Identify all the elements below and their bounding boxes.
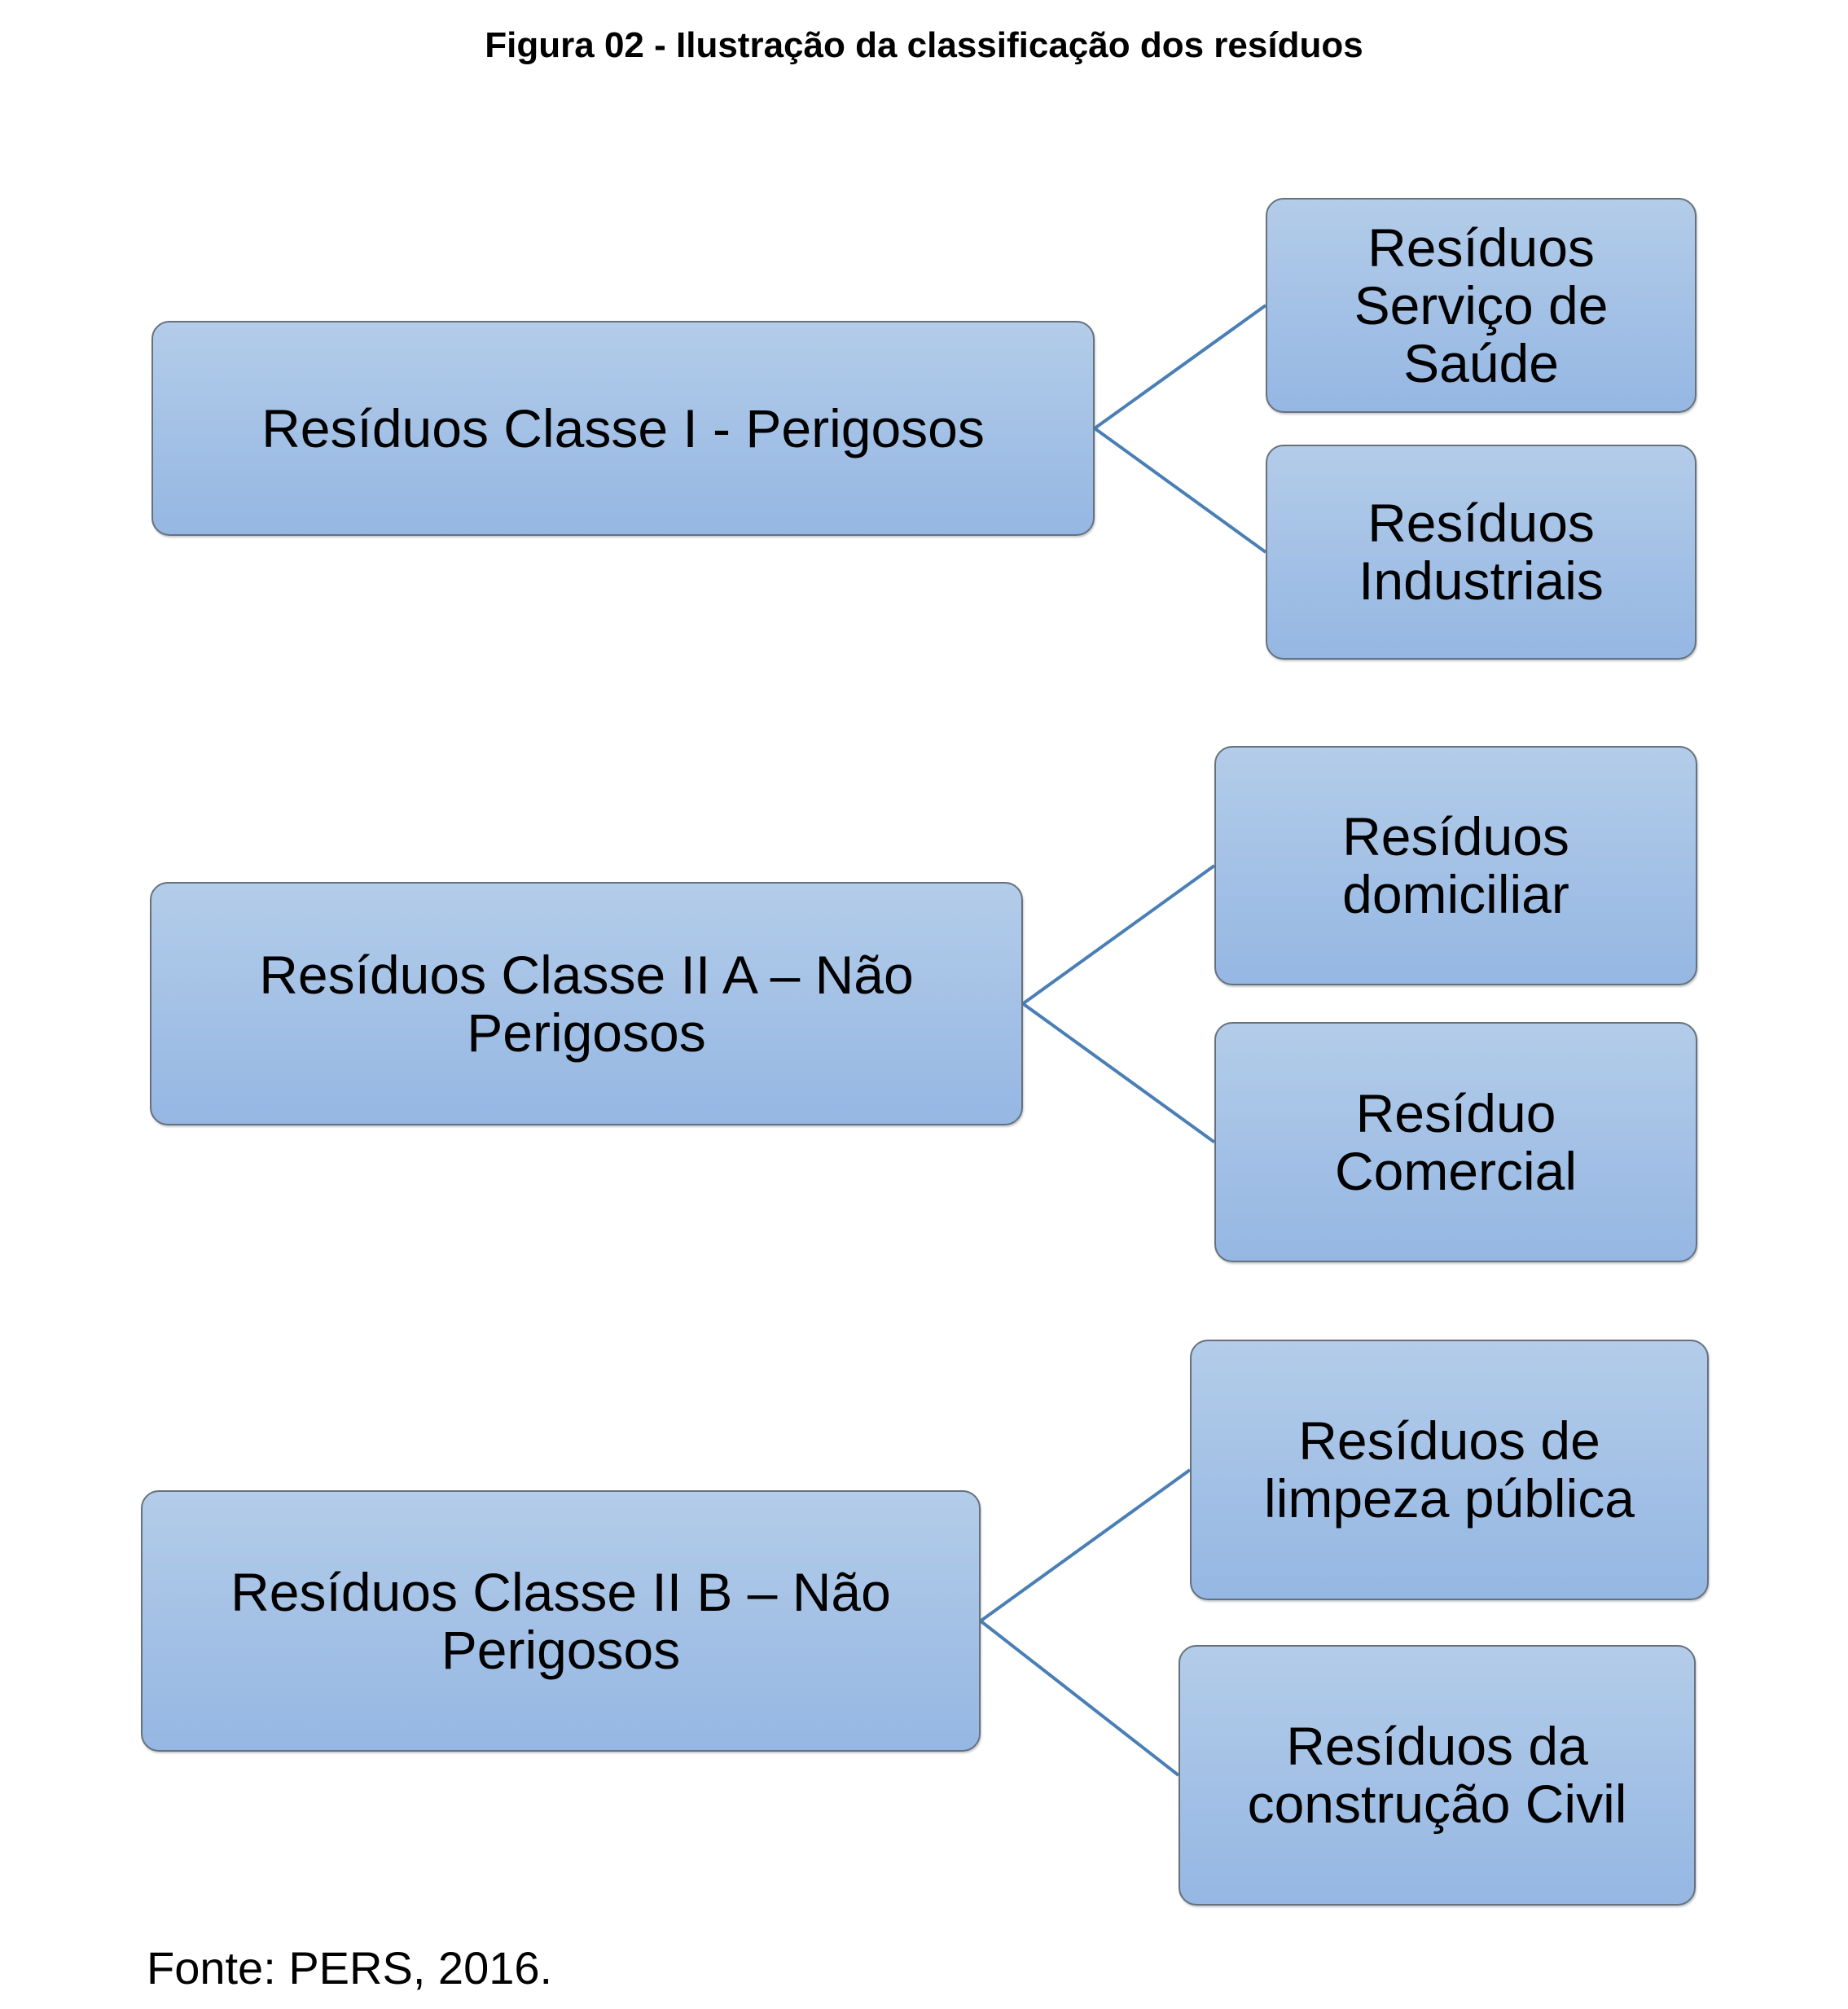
node-label: Resíduos Classe II B – Não Perigosos [230, 1561, 891, 1680]
connector-class-2a-to-domiciliar [1021, 864, 1216, 1006]
figure-title: Figura 02 - Ilustração da classificação … [485, 25, 1363, 65]
node-residuos-limpeza-publica: Resíduos de limpeza pública [1190, 1340, 1709, 1600]
node-residuo-comercial: Resíduo Comercial [1214, 1022, 1697, 1262]
node-residuos-classe-ii-b-nao-perigosos: Resíduos Classe II B – Não Perigosos [141, 1490, 981, 1752]
figure-source: Fonte: PERS, 2016. [147, 1942, 553, 1994]
node-label: Resíduo Comercial [1334, 1082, 1578, 1201]
connector-class-2a-to-comercial [1021, 1002, 1216, 1144]
node-label: Resíduos Industriais [1359, 493, 1604, 611]
connector-class-1-to-industriais [1093, 427, 1267, 554]
node-residuos-classe-i-perigosos: Resíduos Classe I - Perigosos [151, 321, 1095, 536]
node-label: Resíduos Classe II A – Não Perigosos [259, 944, 914, 1063]
node-residuos-classe-ii-a-nao-perigosos: Resíduos Classe II A – Não Perigosos [150, 882, 1023, 1125]
node-residuos-domiciliar: Resíduos domiciliar [1214, 746, 1697, 985]
node-label: Resíduos Serviço de Saúde [1354, 217, 1609, 393]
node-residuos-construcao-civil: Resíduos da construção Civil [1179, 1645, 1696, 1906]
node-label: Resíduos de limpeza pública [1264, 1410, 1635, 1529]
node-label: Resíduos Classe I - Perigosos [261, 397, 985, 458]
connector-class-2b-to-limpeza-publica [979, 1468, 1192, 1623]
connector-class-1-to-saude [1093, 304, 1267, 430]
node-residuos-servico-de-saude: Resíduos Serviço de Saúde [1266, 198, 1697, 413]
node-residuos-industriais: Resíduos Industriais [1266, 445, 1697, 660]
node-label: Resíduos da construção Civil [1247, 1716, 1627, 1834]
node-label: Resíduos domiciliar [1342, 806, 1569, 924]
connector-class-2b-to-construcao-civil [979, 1619, 1180, 1777]
